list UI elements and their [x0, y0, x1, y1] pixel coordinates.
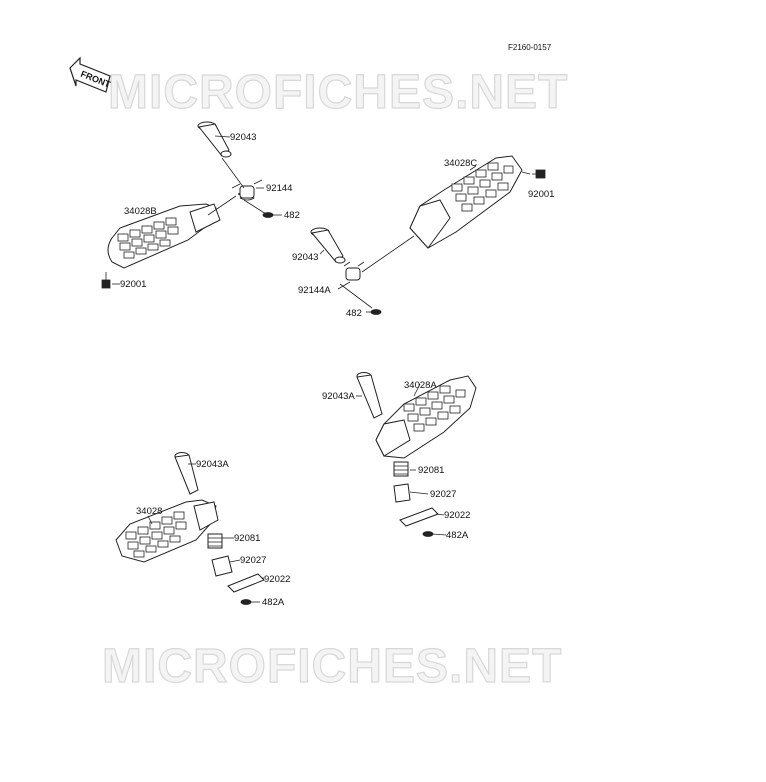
diagram-code: F2160-0157: [508, 43, 552, 52]
footpeg-34028A-assembly: [356, 372, 477, 537]
label-92144: 92144: [266, 183, 292, 194]
footpeg-34028-assembly: [115, 452, 265, 605]
footpeg-34028A: [375, 375, 477, 459]
stopper-92027-b: [211, 555, 233, 577]
label-92144A: 92144A: [298, 285, 331, 296]
spring-92144A: [343, 261, 365, 281]
plate-92022-a: [399, 507, 439, 527]
spring-92144: [231, 179, 263, 201]
washer-482-b: [370, 309, 382, 315]
label-92022-b: 92022: [264, 574, 290, 585]
spring-92081-b: [207, 533, 223, 549]
footpeg-34028C-assembly: [310, 155, 546, 315]
pin-92043A-b: [174, 452, 199, 495]
footpeg-34028: [115, 499, 219, 563]
footpeg-34028B: [107, 203, 221, 269]
label-34028C: 34028C: [444, 158, 477, 169]
watermark-top: MICROFICHES.NET: [108, 66, 568, 119]
footpeg-34028C: [409, 155, 523, 249]
label-92027-a: 92027: [430, 489, 456, 500]
label-92022-a: 92022: [444, 510, 470, 521]
label-92001-a: 92001: [120, 279, 146, 290]
label-482-b: 482: [346, 308, 362, 319]
washer-482A-a: [422, 531, 434, 537]
label-34028B: 34028B: [124, 206, 157, 217]
pin-92043-b: [310, 227, 346, 264]
label-482-a: 482: [284, 210, 300, 221]
label-92081-a: 92081: [418, 465, 444, 476]
label-92043-a: 92043: [230, 132, 256, 143]
bolt-92001-b: [532, 169, 546, 179]
label-92043A-b: 92043A: [196, 459, 229, 470]
label-34028: 34028: [136, 506, 162, 517]
pin-92043A-a: [356, 372, 383, 419]
label-92043-b: 92043: [292, 252, 318, 263]
washer-482A-b: [240, 599, 252, 605]
label-92027-b: 92027: [240, 555, 266, 566]
footpeg-34028B-assembly: [101, 121, 282, 289]
label-482A-a: 482A: [446, 530, 469, 541]
label-92081-b: 92081: [234, 533, 260, 544]
bolt-92001-a: [101, 272, 111, 289]
spring-92081-a: [393, 461, 409, 477]
plate-92022-b: [227, 573, 265, 593]
label-92043A-a: 92043A: [322, 391, 355, 402]
watermark-bottom: MICROFICHES.NET: [102, 640, 562, 693]
label-482A-b: 482A: [262, 597, 285, 608]
stopper-92027-a: [393, 483, 411, 503]
pin-92043-a: [197, 121, 232, 158]
front-arrow-icon: FRONT: [69, 56, 112, 93]
label-34028A: 34028A: [404, 380, 437, 391]
label-92001-b: 92001: [528, 189, 554, 200]
